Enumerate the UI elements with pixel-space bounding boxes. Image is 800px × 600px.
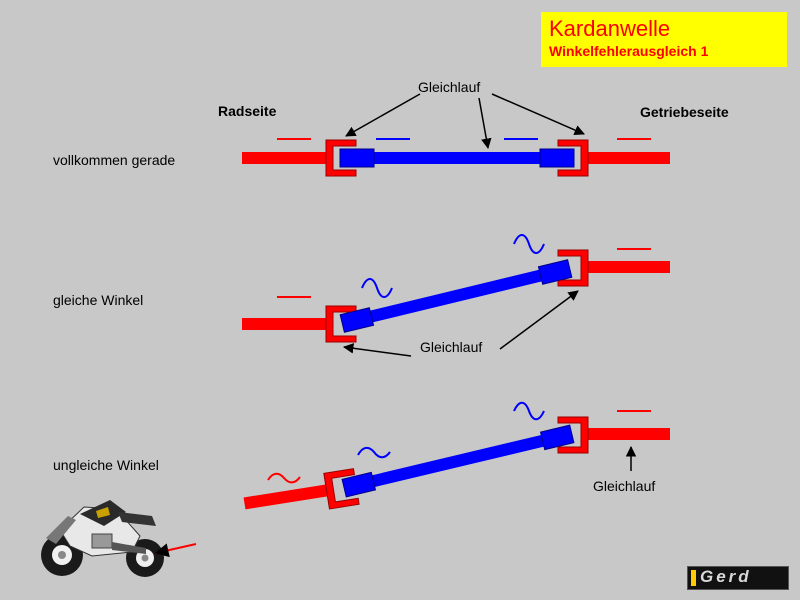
wheel-side-joint — [341, 471, 377, 498]
row-label-straight: vollkommen gerade — [53, 152, 176, 168]
wheel-side-shaft — [242, 318, 328, 330]
gleichlauf-label-mid: Gleichlauf — [420, 339, 483, 355]
wheel-side-shaft — [242, 152, 328, 164]
arrow-to-shaft — [478, 97, 492, 150]
logo-bar-icon — [691, 570, 696, 586]
transmission-side-yoke — [557, 139, 589, 177]
arrow-to-wheel-joint — [342, 343, 412, 357]
wave-red-left — [267, 472, 301, 484]
title-box: Kardanwelle Winkelfehlerausgleich 1 — [541, 12, 787, 67]
wheel-side-yoke — [325, 139, 357, 177]
arrow-to-transmission-joint — [499, 290, 579, 350]
wheel-side-shaft — [243, 484, 329, 510]
transmission-side-yoke — [557, 416, 589, 454]
wave-blue-left — [357, 446, 391, 459]
wheel-side-joint — [339, 307, 375, 333]
row-label-unequal-angle: ungleiche Winkel — [53, 457, 159, 473]
row-equal-angle-shaft — [242, 234, 670, 357]
transmission-side-joint — [539, 424, 575, 451]
motorcycle-illustration — [41, 500, 197, 577]
row-straight-shaft — [242, 93, 670, 177]
gerd-logo: Gerd — [687, 566, 789, 590]
logo-text: Gerd — [700, 567, 752, 586]
transmission-side-shaft — [586, 428, 670, 440]
transmission-side-yoke — [557, 249, 589, 287]
transmission-side-shaft — [586, 152, 670, 164]
wave-blue-left — [361, 278, 393, 298]
wheel-side-yoke — [323, 468, 360, 510]
transmission-side-joint — [539, 148, 575, 168]
page-subtitle: Winkelfehlerausgleich 1 — [549, 43, 709, 59]
wheel-side-yoke — [325, 305, 357, 343]
arrow-to-wheel-joint — [345, 93, 421, 137]
page-title: Kardanwelle — [549, 16, 671, 41]
transmission-side-shaft — [586, 261, 670, 273]
arrow-to-transmission-joint — [491, 93, 585, 136]
wave-blue-right — [513, 401, 545, 421]
gleichlauf-label-bottom: Gleichlauf — [593, 478, 656, 494]
row-label-equal-angle: gleiche Winkel — [53, 292, 144, 308]
cardan-shaft-tube — [373, 152, 541, 164]
wheel-side-label: Radseite — [218, 103, 277, 119]
row-unequal-angle-shaft — [243, 401, 670, 510]
wave-blue-right — [513, 234, 545, 254]
gleichlauf-label-top: Gleichlauf — [418, 79, 481, 95]
transmission-side-label: Getriebeseite — [640, 104, 729, 120]
wheel-side-joint — [339, 148, 375, 168]
transmission-side-joint — [537, 259, 573, 285]
cardan-shaft-tube — [370, 435, 545, 488]
cardan-shaft-tube — [368, 269, 544, 323]
